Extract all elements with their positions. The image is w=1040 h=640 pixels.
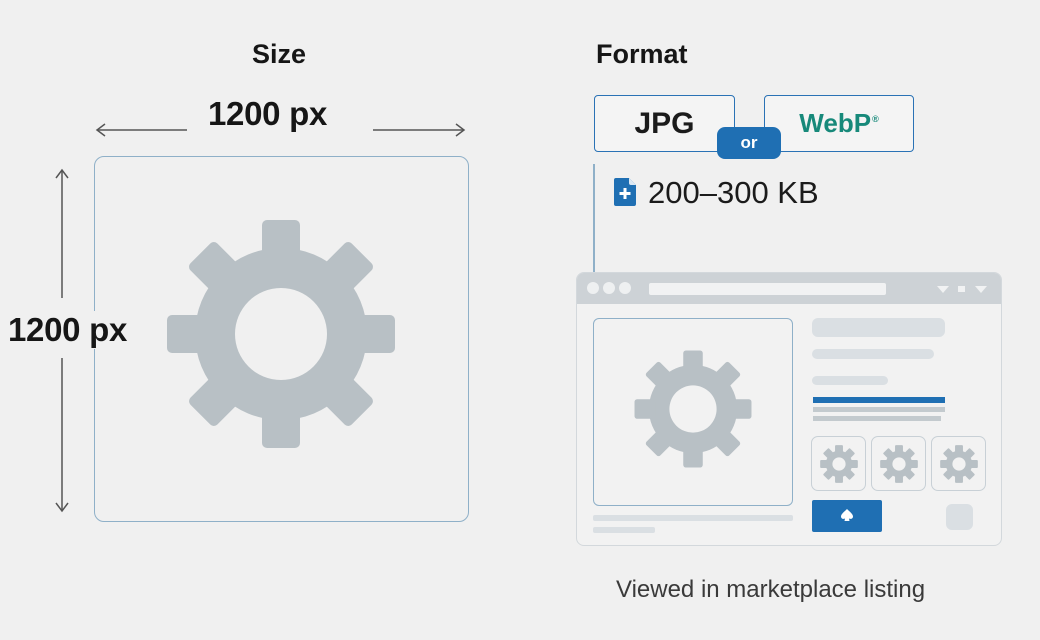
width-label: 1200 px <box>208 95 327 132</box>
preview-caption: Viewed in marketplace listing <box>616 576 926 603</box>
title-placeholder <box>812 318 945 337</box>
window-controls-icon <box>937 286 987 293</box>
text-placeholder <box>812 349 934 359</box>
gear-icon <box>940 445 978 483</box>
height-dimension <box>54 168 70 514</box>
thumbnail-3[interactable] <box>931 436 986 491</box>
text-placeholder <box>593 527 655 533</box>
address-bar <box>649 283 886 295</box>
window-dot-icon <box>619 282 631 294</box>
window-dot-icon <box>603 282 615 294</box>
format-webp-label: WebP® <box>799 108 878 139</box>
listing-main-image <box>593 318 793 506</box>
accent-line <box>813 397 945 403</box>
format-jpg-box: JPG <box>594 95 735 152</box>
browser-titlebar <box>577 273 1001 304</box>
text-placeholder <box>813 416 941 421</box>
width-dimension <box>95 122 467 138</box>
spade-icon <box>841 509 853 521</box>
text-placeholder <box>813 407 945 412</box>
or-separator: or <box>717 127 781 159</box>
text-placeholder <box>812 376 888 385</box>
connector-line <box>593 164 595 274</box>
width-arrow-icon <box>95 123 466 137</box>
thumbnail-1[interactable] <box>811 436 866 491</box>
browser-mockup <box>576 272 1002 546</box>
format-webp-box: WebP® <box>764 95 914 152</box>
secondary-button[interactable] <box>946 504 973 530</box>
gear-icon <box>820 445 858 483</box>
window-dot-icon <box>587 282 599 294</box>
gear-icon <box>634 350 752 473</box>
listing-cta-button[interactable] <box>812 500 882 532</box>
text-placeholder <box>593 515 793 521</box>
thumbnail-2[interactable] <box>871 436 926 491</box>
webp-text: WebP <box>799 108 872 138</box>
gear-icon <box>880 445 918 483</box>
registered-mark: ® <box>872 114 879 125</box>
file-size-label: 200–300 KB <box>648 175 819 210</box>
file-icon <box>614 178 636 211</box>
height-arrow-icon <box>55 168 69 513</box>
gear-icon <box>166 219 396 454</box>
size-title: Size <box>252 39 307 69</box>
height-label: 1200 px <box>8 311 129 349</box>
format-title: Format <box>596 39 688 69</box>
format-jpg-label: JPG <box>634 106 695 140</box>
